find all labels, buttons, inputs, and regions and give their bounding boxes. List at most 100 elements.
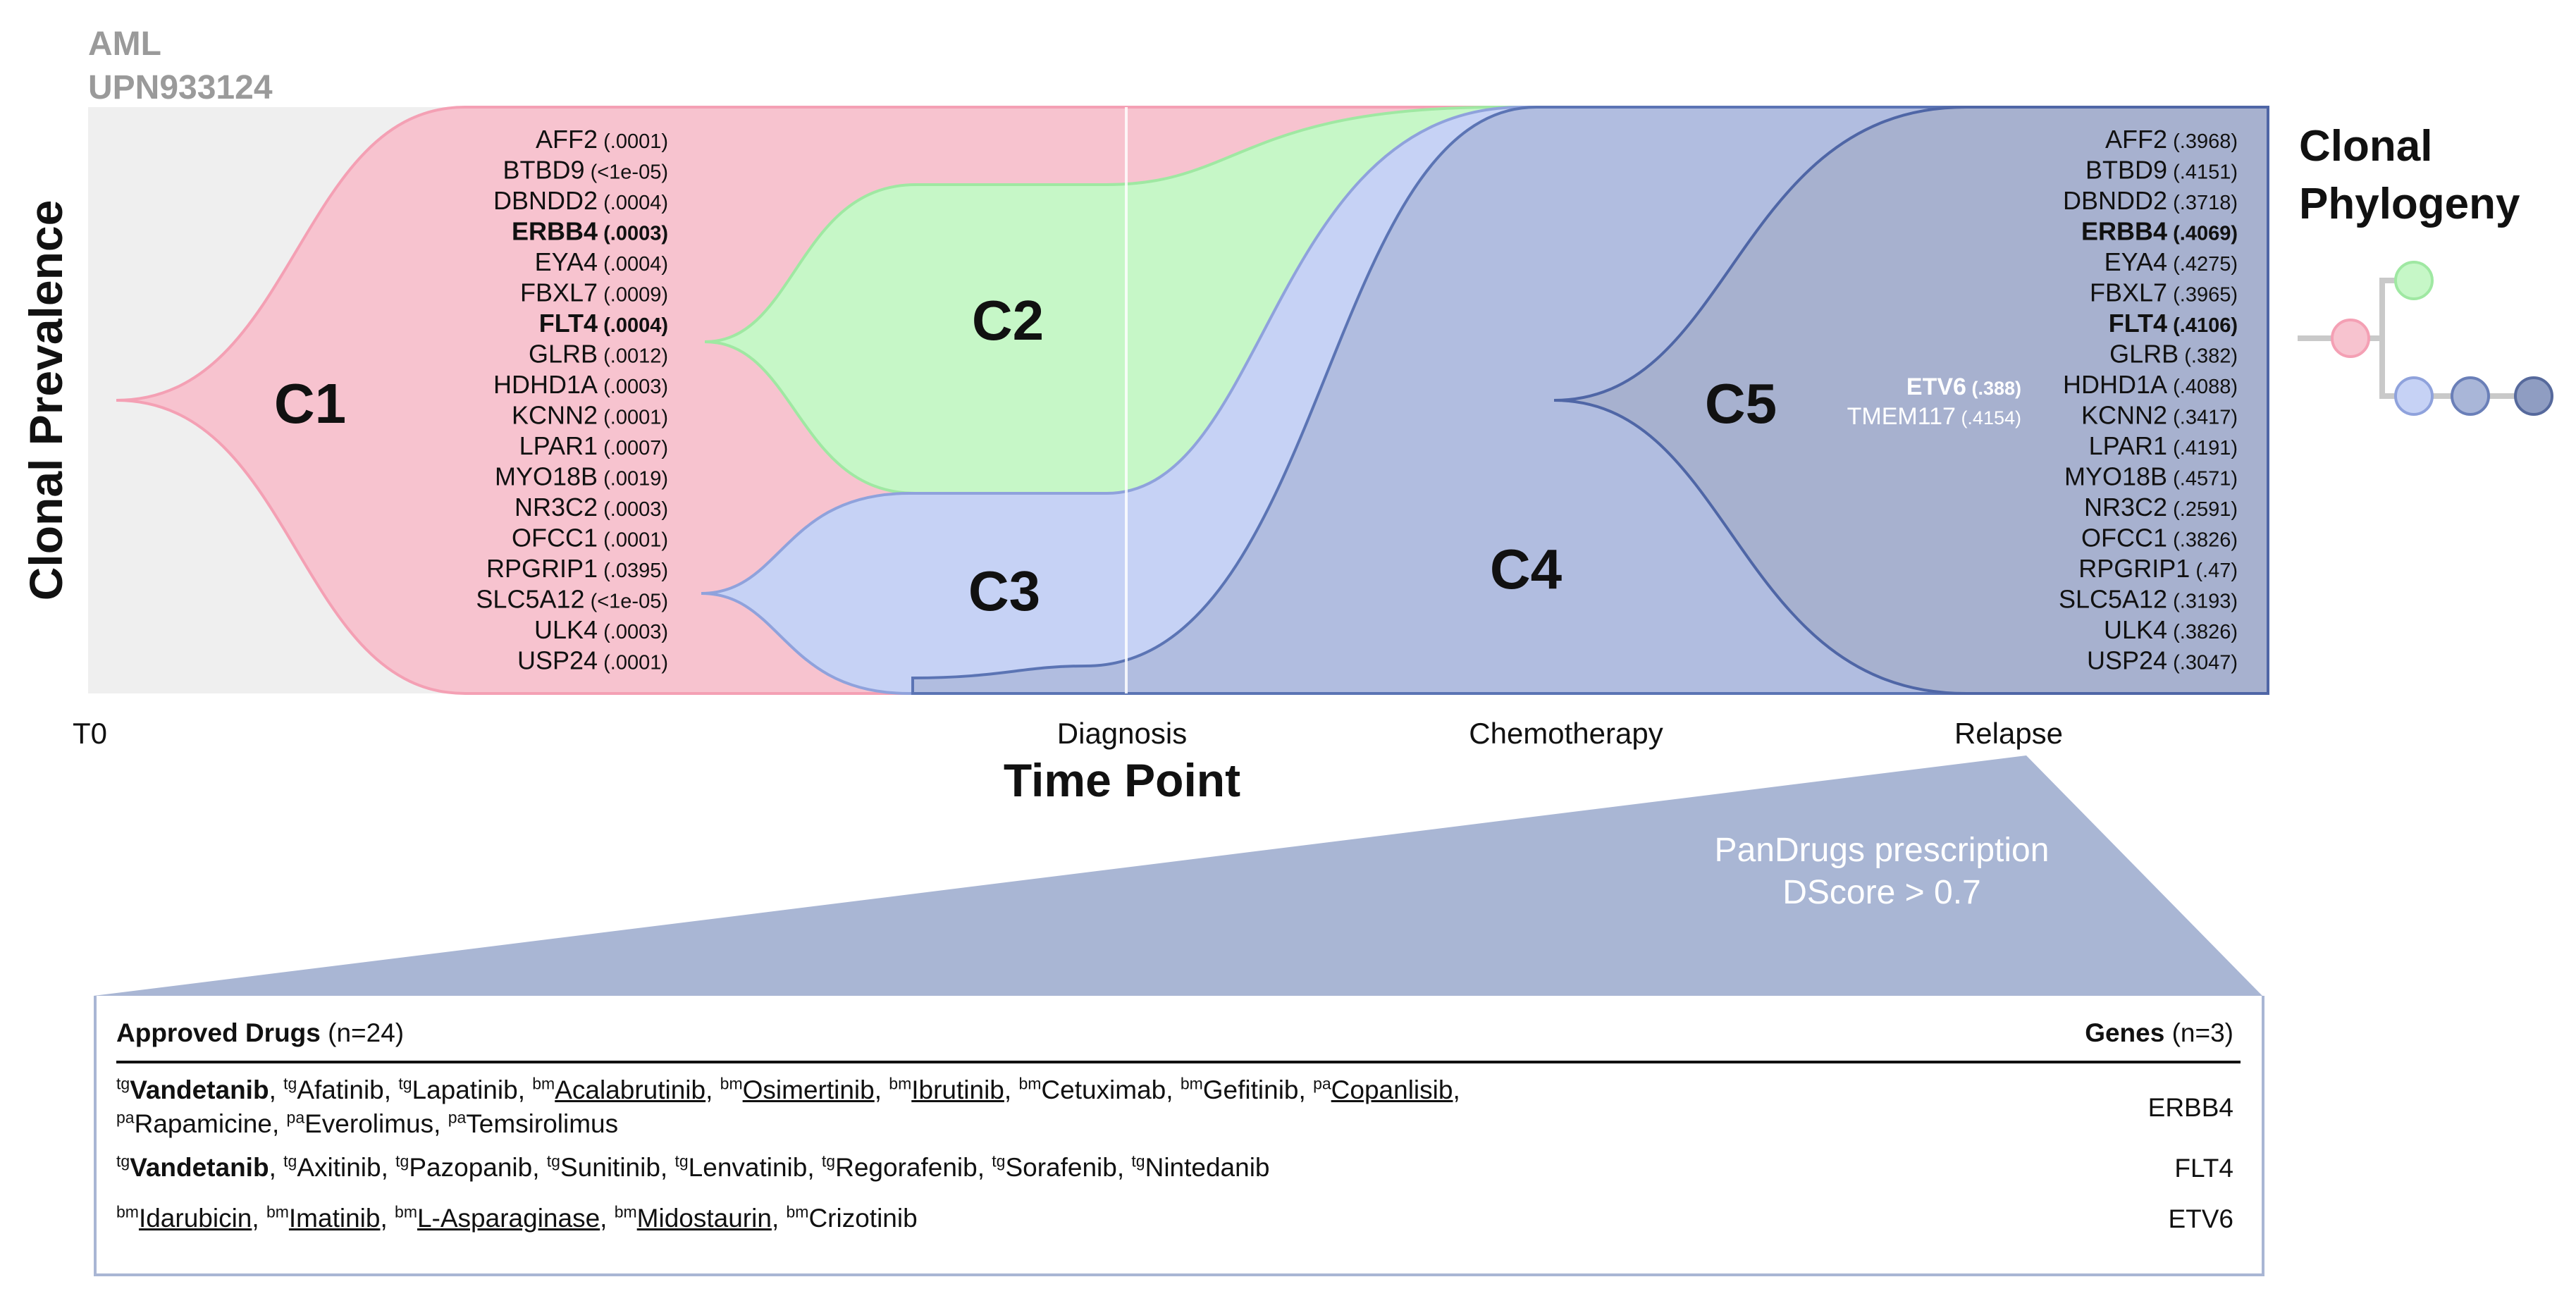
t0-gene-6: FLT4 (.0004) [539,309,668,338]
table-header-right: Genes (n=3) [2085,1018,2233,1048]
relapse-gene-17: USP24 (.3047) [2087,646,2238,675]
drug-row-erbb4: tgVandetanib, tgAfatinib, tgLapatinib, b… [116,1074,1460,1138]
drug-vandetanib: tgVandetanib [116,1153,269,1182]
c5-gene-gene-value: (.388) [1966,378,2021,399]
drug-copanlisib: paCopanlisib [1313,1075,1453,1104]
approved-drugs-count: (n=24) [328,1018,405,1047]
drug-evidence-tag: tg [283,1152,297,1171]
relapse-gene-2: DBNDD2 (.3718) [2063,186,2238,215]
clone-label-c1: C1 [274,372,346,435]
relapse-gene-gene-name: HDHD1A [2063,370,2167,399]
drug-pazopanib: tgPazopanib [395,1153,532,1182]
drug-name: Copanlisib [1331,1075,1453,1104]
t0-gene-gene-name: HDHD1A [493,370,598,399]
t0-gene-gene-value: (.0001) [598,529,668,552]
t0-gene-2: DBNDD2 (.0004) [493,186,668,215]
drug-evidence-tag: tg [395,1152,409,1171]
clone-label-c4: C4 [1490,538,1563,600]
drug-row-flt4: tgVandetanib, tgAxitinib, tgPazopanib, t… [116,1152,1270,1182]
t0-gene-gene-name: EYA4 [535,247,598,276]
x-axis-label: Time Point [1004,754,1240,806]
drug-evidence-tag: bm [266,1202,289,1221]
t0-gene-gene-name: SLC5A12 [476,585,584,614]
relapse-gene-gene-value: (.3826) [2167,529,2238,552]
relapse-gene-4: EYA4 (.4275) [2104,247,2238,276]
t0-gene-gene-value: (.0003) [598,621,668,643]
drug-row-etv6: bmIdarubicin, bmImatinib, bmL-Asparagina… [116,1202,918,1233]
prescription-line1: PanDrugs prescription [1715,832,2050,869]
clone-c5-region [1553,106,2269,695]
t0-gene-5: FBXL7 (.0009) [520,278,668,307]
drug-regorafenib: tgRegorafenib [822,1153,978,1182]
phylo-node-c5 [2514,376,2553,416]
drug-name: Crizotinib [808,1204,918,1233]
drug-acalabrutinib: bmAcalabrutinib [532,1075,705,1104]
t0-gene-gene-value: (.0009) [598,284,668,307]
drug-evidence-tag: tg [992,1152,1006,1171]
t0-gene-gene-name: OFCC1 [512,524,598,553]
relapse-gene-8: HDHD1A (.4088) [2063,370,2238,399]
drug-l-asparaginase: bmL-Asparaginase [395,1204,600,1233]
drug-name: Vandetanib [130,1153,269,1182]
phylo-node-c3 [2394,376,2434,416]
drug-evidence-tag: tg [116,1152,130,1171]
drug-imatinib: bmImatinib [266,1204,381,1233]
relapse-gene-gene-name: FBXL7 [2090,278,2167,307]
relapse-gene-gene-name: NR3C2 [2084,493,2167,522]
drug-crizotinib: bmCrizotinib [787,1204,918,1233]
t0-gene-gene-name: ULK4 [534,615,598,644]
gene-list-relapse: AFF2 (.3968)BTBD9 (.4151)DBNDD2 (.3718)E… [2059,125,2238,675]
relapse-gene-gene-name: MYO18B [2064,462,2167,491]
t0-gene-gene-value: (.0004) [598,253,668,276]
drug-rapamicine: paRapamicine [116,1109,272,1138]
relapse-gene-gene-value: (.3965) [2167,284,2238,307]
t0-gene-gene-value: (.0012) [598,345,668,368]
t0-gene-0: AFF2 (.0001) [536,125,668,154]
row-gene-erbb4: ERBB4 [2147,1093,2233,1122]
time-point-diagnosis: Diagnosis [1057,717,1187,750]
relapse-gene-gene-name: AFF2 [2105,125,2167,154]
clone-label-c5: C5 [1705,372,1777,435]
relapse-gene-gene-value: (.3417) [2167,407,2238,429]
t0-gene-gene-name: NR3C2 [514,493,598,522]
t0-gene-gene-name: DBNDD2 [493,186,598,215]
drug-evidence-tag: tg [116,1074,130,1093]
row-gene-flt4: FLT4 [2174,1154,2233,1183]
drug-name: Midostaurin [636,1204,772,1233]
drug-evidence-tag: pa [448,1108,467,1127]
t0-gene-15: SLC5A12 (<1e-05) [476,585,668,614]
drug-ibrutinib: bmIbrutinib [889,1075,1004,1104]
prescription-line2: DScore > 0.7 [1782,874,1980,911]
phylo-node-c4 [2451,376,2490,416]
drug-name: Regorafenib [835,1153,978,1182]
t0-gene-gene-name: MYO18B [495,462,598,491]
drug-evidence-tag: bm [614,1202,637,1221]
relapse-gene-9: KCNN2 (.3417) [2081,401,2238,430]
relapse-gene-13: OFCC1 (.3826) [2081,524,2238,553]
drug-evidence-tag: pa [116,1108,135,1127]
drug-name: Lenvatinib [688,1153,808,1182]
gene-list-c5: ETV6 (.388)TMEM117 (.4154) [1847,374,2021,430]
t0-gene-gene-name: USP24 [517,646,598,675]
drug-evidence-tag: tg [821,1152,836,1171]
t0-gene-gene-name: GLRB [529,340,598,369]
relapse-gene-6: FLT4 (.4106) [2109,309,2238,338]
relapse-gene-15: SLC5A12 (.3193) [2059,585,2238,614]
t0-gene-13: OFCC1 (.0001) [512,524,668,553]
relapse-gene-3: ERBB4 (.4069) [2081,217,2238,246]
relapse-gene-0: AFF2 (.3968) [2105,125,2238,154]
drug-name: Cetuximab [1041,1075,1166,1104]
gene-list-t0: AFF2 (.0001)BTBD9 (<1e-05)DBNDD2 (.0004)… [476,125,668,675]
drug-evidence-tag: bm [1180,1074,1203,1093]
t0-gene-gene-name: BTBD9 [503,156,584,185]
time-point-chemotherapy: Chemotherapy [1469,717,1663,750]
relapse-gene-gene-value: (.4151) [2167,161,2238,184]
phylogeny-title-line1: Clonal [2299,122,2432,171]
drug-evidence-tag: bm [395,1202,417,1221]
drug-evidence-tag: pa [286,1108,305,1127]
clone-label-c3: C3 [968,560,1040,622]
relapse-gene-gene-name: ULK4 [2104,615,2167,644]
relapse-gene-gene-value: (.4069) [2167,223,2238,245]
relapse-gene-gene-value: (.382) [2178,345,2238,368]
